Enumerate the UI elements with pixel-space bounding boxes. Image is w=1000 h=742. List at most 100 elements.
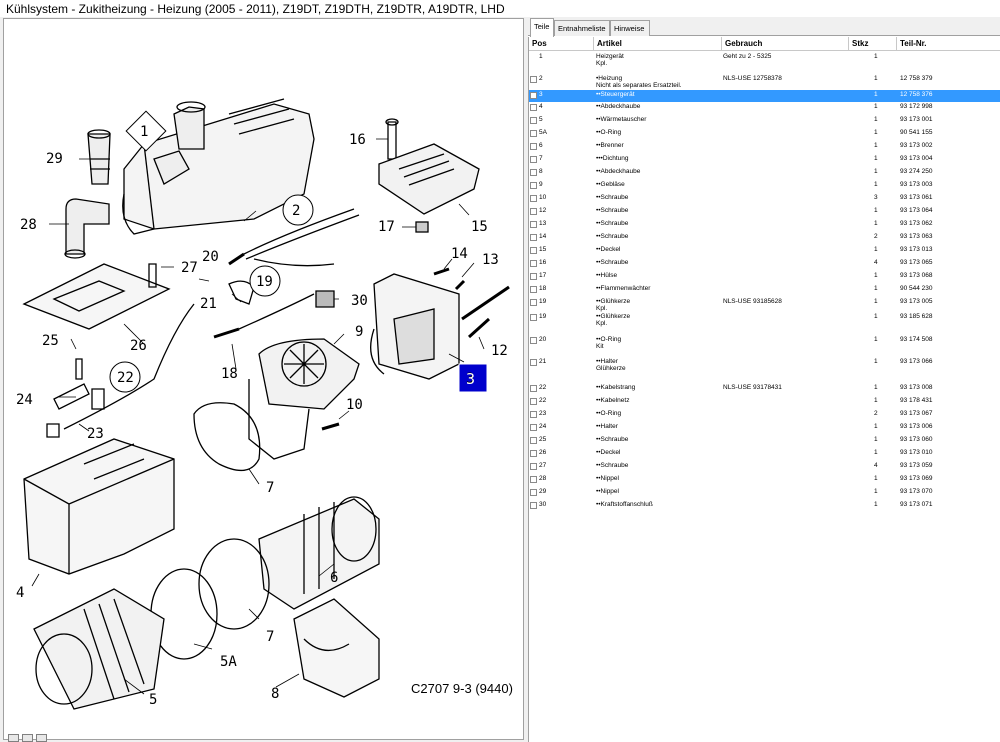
row-checkbox[interactable] xyxy=(530,489,537,496)
callout-10[interactable]: 10 xyxy=(346,397,363,413)
callout-18[interactable]: 18 xyxy=(221,366,238,382)
callout-5A[interactable]: 5A xyxy=(220,654,237,670)
row-checkbox[interactable] xyxy=(530,221,537,228)
callout-27[interactable]: 27 xyxy=(181,260,198,276)
row-checkbox[interactable] xyxy=(530,502,537,509)
callout-21[interactable]: 21 xyxy=(200,296,217,312)
callout-23[interactable]: 23 xyxy=(87,426,104,442)
row-checkbox[interactable] xyxy=(530,450,537,457)
highlight-box[interactable] xyxy=(458,363,488,393)
nav-icon-1[interactable] xyxy=(8,734,19,742)
row-checkbox[interactable] xyxy=(530,208,537,215)
row-checkbox[interactable] xyxy=(530,314,537,321)
callout-28[interactable]: 28 xyxy=(20,217,37,233)
callout-7[interactable]: 7 xyxy=(266,629,274,645)
callout-1[interactable]: 1 xyxy=(140,124,148,140)
callout-4[interactable]: 4 xyxy=(16,585,24,601)
nav-icon-3[interactable] xyxy=(36,734,47,742)
row-checkbox[interactable] xyxy=(530,247,537,254)
row-checkbox[interactable] xyxy=(530,337,537,344)
tab-entnahmeliste[interactable]: Entnahmeliste xyxy=(554,20,610,36)
callout-5[interactable]: 5 xyxy=(149,692,157,708)
callout-26[interactable]: 26 xyxy=(130,338,147,354)
callout-6[interactable]: 6 xyxy=(330,570,338,586)
callout-highlighted[interactable]: 3 xyxy=(466,370,475,388)
row-checkbox[interactable] xyxy=(530,424,537,431)
callout-16[interactable]: 16 xyxy=(349,132,366,148)
col-header-gebrauch[interactable]: Gebrauch xyxy=(722,37,849,51)
col-header-teil-nr[interactable]: Teil-Nr. xyxy=(897,37,1000,51)
callout-13[interactable]: 13 xyxy=(482,252,499,268)
row-checkbox[interactable] xyxy=(530,260,537,267)
callout-30[interactable]: 30 xyxy=(351,293,368,309)
row-checkbox[interactable] xyxy=(530,234,537,241)
row-checkbox[interactable] xyxy=(530,195,537,202)
callout-29[interactable]: 29 xyxy=(46,151,63,167)
row-checkbox[interactable] xyxy=(530,411,537,418)
callout-3[interactable]: 3 xyxy=(466,371,474,387)
row-checkbox[interactable] xyxy=(530,156,537,163)
row-checkbox[interactable] xyxy=(530,476,537,483)
row-checkbox[interactable] xyxy=(530,92,537,99)
col-header-artikel[interactable]: Artikel xyxy=(594,37,722,51)
row-checkbox[interactable] xyxy=(530,437,537,444)
callout-7[interactable]: 7 xyxy=(266,480,274,496)
row-checkbox[interactable] xyxy=(530,143,537,150)
row-checkbox[interactable] xyxy=(530,398,537,405)
row-checkbox[interactable] xyxy=(530,286,537,293)
row-checkbox[interactable] xyxy=(530,104,537,111)
callout-20[interactable]: 20 xyxy=(202,249,219,265)
row-checkbox[interactable] xyxy=(530,182,537,189)
nav-icon-2[interactable] xyxy=(22,734,33,742)
callout-19[interactable]: 19 xyxy=(256,274,273,290)
callout-25[interactable]: 25 xyxy=(42,333,59,349)
callout-24[interactable]: 24 xyxy=(16,392,33,408)
row-checkbox[interactable] xyxy=(530,273,537,280)
callout-14[interactable]: 14 xyxy=(451,246,468,262)
callout-2[interactable]: 2 xyxy=(292,203,300,219)
tab-hinweise[interactable]: Hinweise xyxy=(610,20,650,36)
callout-9[interactable]: 9 xyxy=(355,324,363,340)
exploded-parts-diagram[interactable]: 1292827220191617151413302125262291812242… xyxy=(4,19,524,740)
callout-8[interactable]: 8 xyxy=(271,686,279,702)
col-header-stkz[interactable]: Stkz xyxy=(849,37,897,51)
row-checkbox[interactable] xyxy=(530,385,537,392)
tab-teile[interactable]: Teile xyxy=(530,18,554,37)
callout-17[interactable]: 17 xyxy=(378,219,395,235)
row-checkbox[interactable] xyxy=(530,359,537,366)
row-checkbox[interactable] xyxy=(530,463,537,470)
callout-12[interactable]: 12 xyxy=(491,343,508,359)
row-checkbox[interactable] xyxy=(530,130,537,137)
col-header-pos[interactable]: Pos xyxy=(529,37,594,51)
pane-splitter[interactable] xyxy=(524,18,528,742)
callout-22[interactable]: 22 xyxy=(117,370,134,386)
